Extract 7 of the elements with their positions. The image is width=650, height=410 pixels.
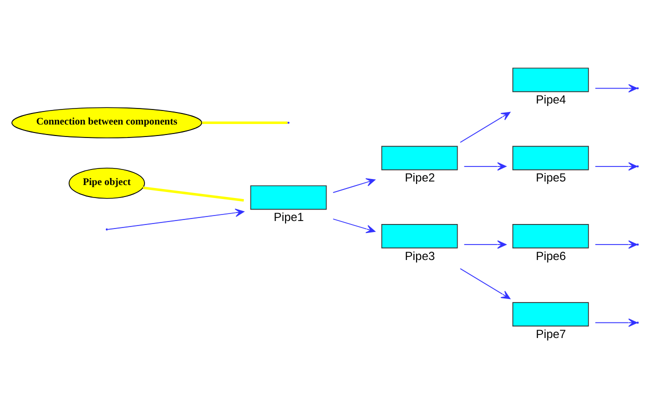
node-label: Pipe3 — [404, 249, 435, 262]
node-label: Pipe7 — [536, 327, 566, 340]
node-label: Pipe2 — [404, 171, 435, 184]
node-label: Pipe6 — [536, 249, 566, 262]
node-label: Pipe5 — [536, 171, 566, 184]
node-label: Pipe1 — [274, 210, 304, 224]
node-label: Pipe4 — [536, 93, 566, 106]
